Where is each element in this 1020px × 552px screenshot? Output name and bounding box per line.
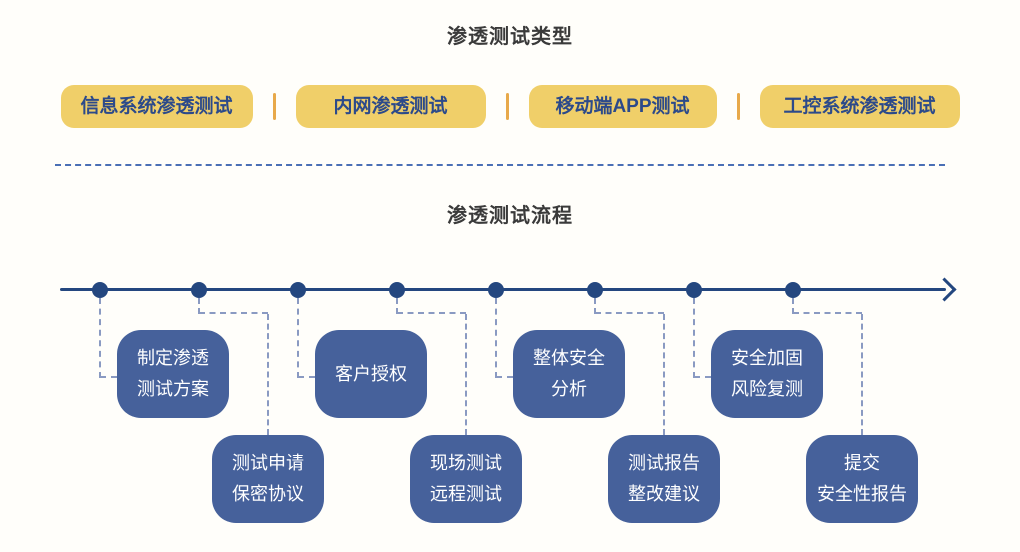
connector-line [267, 314, 269, 435]
connector-line [198, 298, 200, 314]
step-label-line: 现场测试 [430, 453, 502, 473]
timeline-node [290, 282, 306, 298]
timeline-node [92, 282, 108, 298]
step-label-line: 测试方案 [137, 379, 209, 399]
connector-line [663, 314, 665, 435]
step-label-line: 测试申请 [232, 453, 304, 473]
timeline-node [389, 282, 405, 298]
step-label-line: 安全加固 [731, 348, 803, 368]
connector-line [594, 298, 596, 314]
connector-line [861, 314, 863, 435]
connector-line [298, 376, 315, 378]
step-label-line: 风险复测 [731, 379, 803, 399]
step-label-line: 分析 [551, 379, 587, 399]
step-label-line: 保密协议 [232, 484, 304, 504]
connector-line [693, 298, 695, 378]
timeline-node [191, 282, 207, 298]
connector-line [465, 314, 467, 435]
step-label-line: 提交 [844, 453, 880, 473]
type-box-ics: 工控系统渗透测试 [759, 85, 960, 128]
connector-line [99, 298, 101, 378]
type-box-intranet: 内网渗透测试 [295, 85, 486, 128]
connector-line [595, 312, 664, 314]
connector-line [397, 312, 466, 314]
timeline-node [587, 282, 603, 298]
timeline-node [686, 282, 702, 298]
divider-bar [505, 93, 509, 120]
types-row: 信息系统渗透测试 内网渗透测试 移动端APP测试 工控系统渗透测试 [0, 85, 1020, 128]
step-label-line: 制定渗透 [137, 348, 209, 368]
step-report-box: 测试报告 整改建议 [608, 435, 720, 523]
divider-bar [272, 93, 276, 120]
step-authorization-box: 客户授权 [315, 330, 427, 418]
step-apply-nda-box: 测试申请 保密协议 [212, 435, 324, 523]
timeline-arrow-icon [932, 277, 957, 302]
type-box-info-system: 信息系统渗透测试 [60, 85, 253, 128]
step-testing-box: 现场测试 远程测试 [410, 435, 522, 523]
step-label-line: 测试报告 [628, 453, 700, 473]
divider-bar [736, 93, 740, 120]
connector-line [496, 376, 513, 378]
step-analysis-box: 整体安全 分析 [513, 330, 625, 418]
connector-line [396, 298, 398, 314]
types-section-title: 渗透测试类型 [447, 26, 573, 48]
step-final-report-box: 提交 安全性报告 [806, 435, 918, 523]
step-label-line: 整改建议 [628, 484, 700, 504]
connector-line [694, 376, 711, 378]
connector-line [100, 376, 117, 378]
timeline-node [785, 282, 801, 298]
connector-line [792, 298, 794, 314]
step-label-line: 远程测试 [430, 484, 502, 504]
step-label-line: 客户授权 [335, 363, 407, 384]
step-label-line: 安全性报告 [817, 484, 907, 504]
step-hardening-retest-box: 安全加固 风险复测 [711, 330, 823, 418]
step-label-line: 整体安全 [533, 348, 605, 368]
type-box-mobile-app: 移动端APP测试 [528, 85, 717, 128]
connector-line [495, 298, 497, 378]
section-separator [55, 164, 945, 166]
connector-line [199, 312, 268, 314]
connector-line [793, 312, 862, 314]
connector-line [297, 298, 299, 378]
timeline-node [488, 282, 504, 298]
step-plan-box: 制定渗透 测试方案 [117, 330, 229, 418]
flow-section-title: 渗透测试流程 [447, 205, 573, 227]
